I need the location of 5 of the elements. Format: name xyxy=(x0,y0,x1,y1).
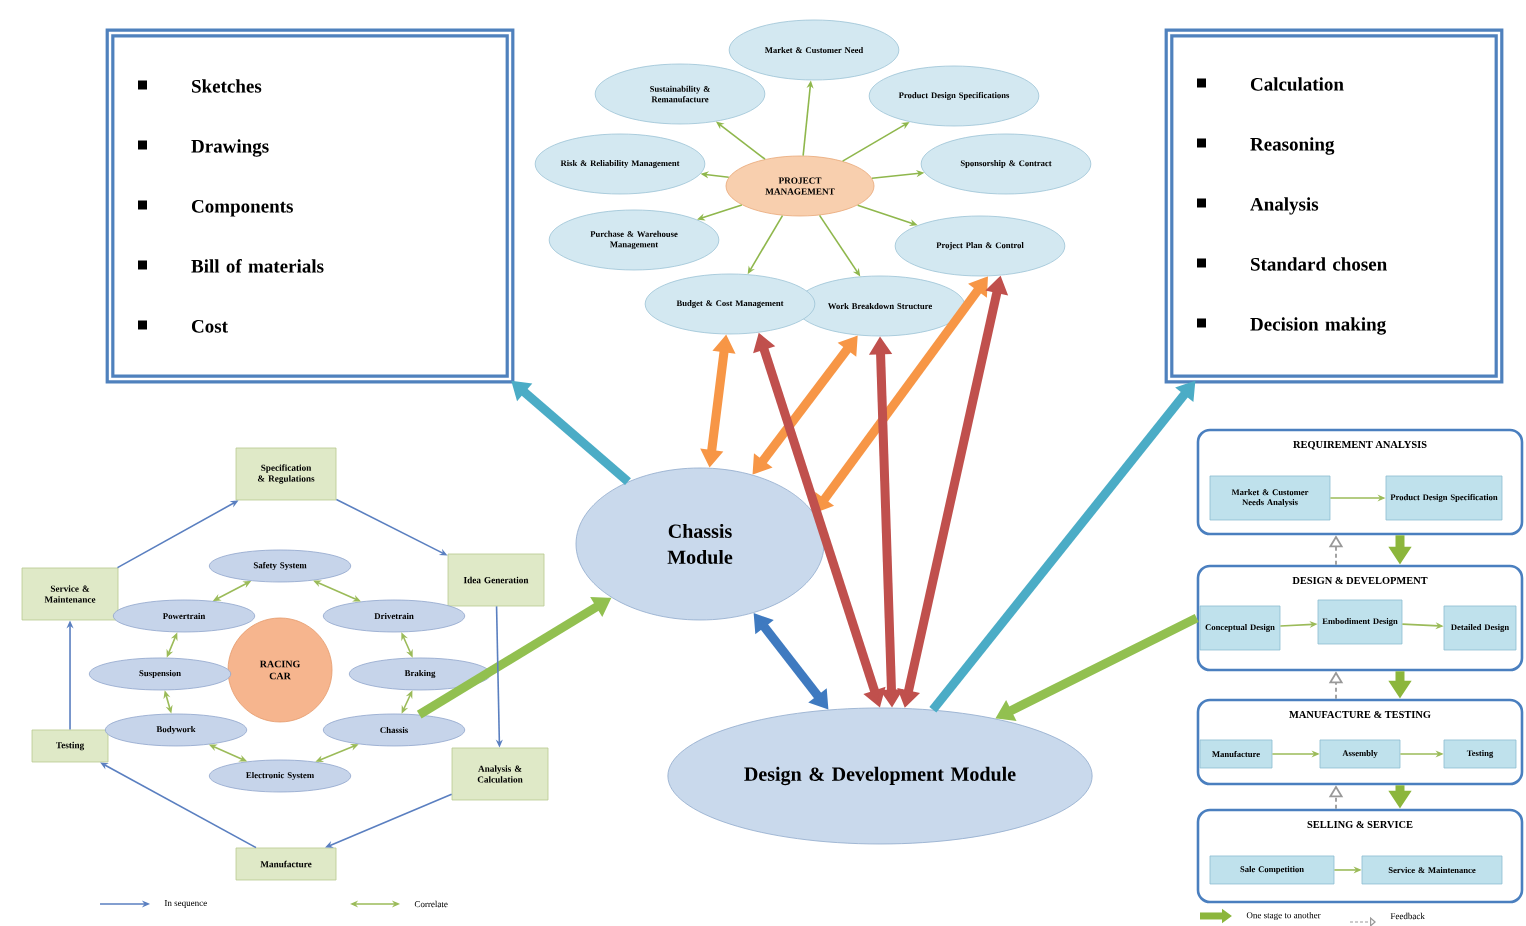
bullet-list-box: Sketches Drawings Components Bill of materials Cost xyxy=(105,28,515,384)
arrow xyxy=(100,762,257,849)
arrow xyxy=(325,793,453,848)
bullet-list-box: Calculation Reasoning Analysis Standard chosen Decision making xyxy=(1164,28,1504,384)
arrow xyxy=(697,204,743,221)
